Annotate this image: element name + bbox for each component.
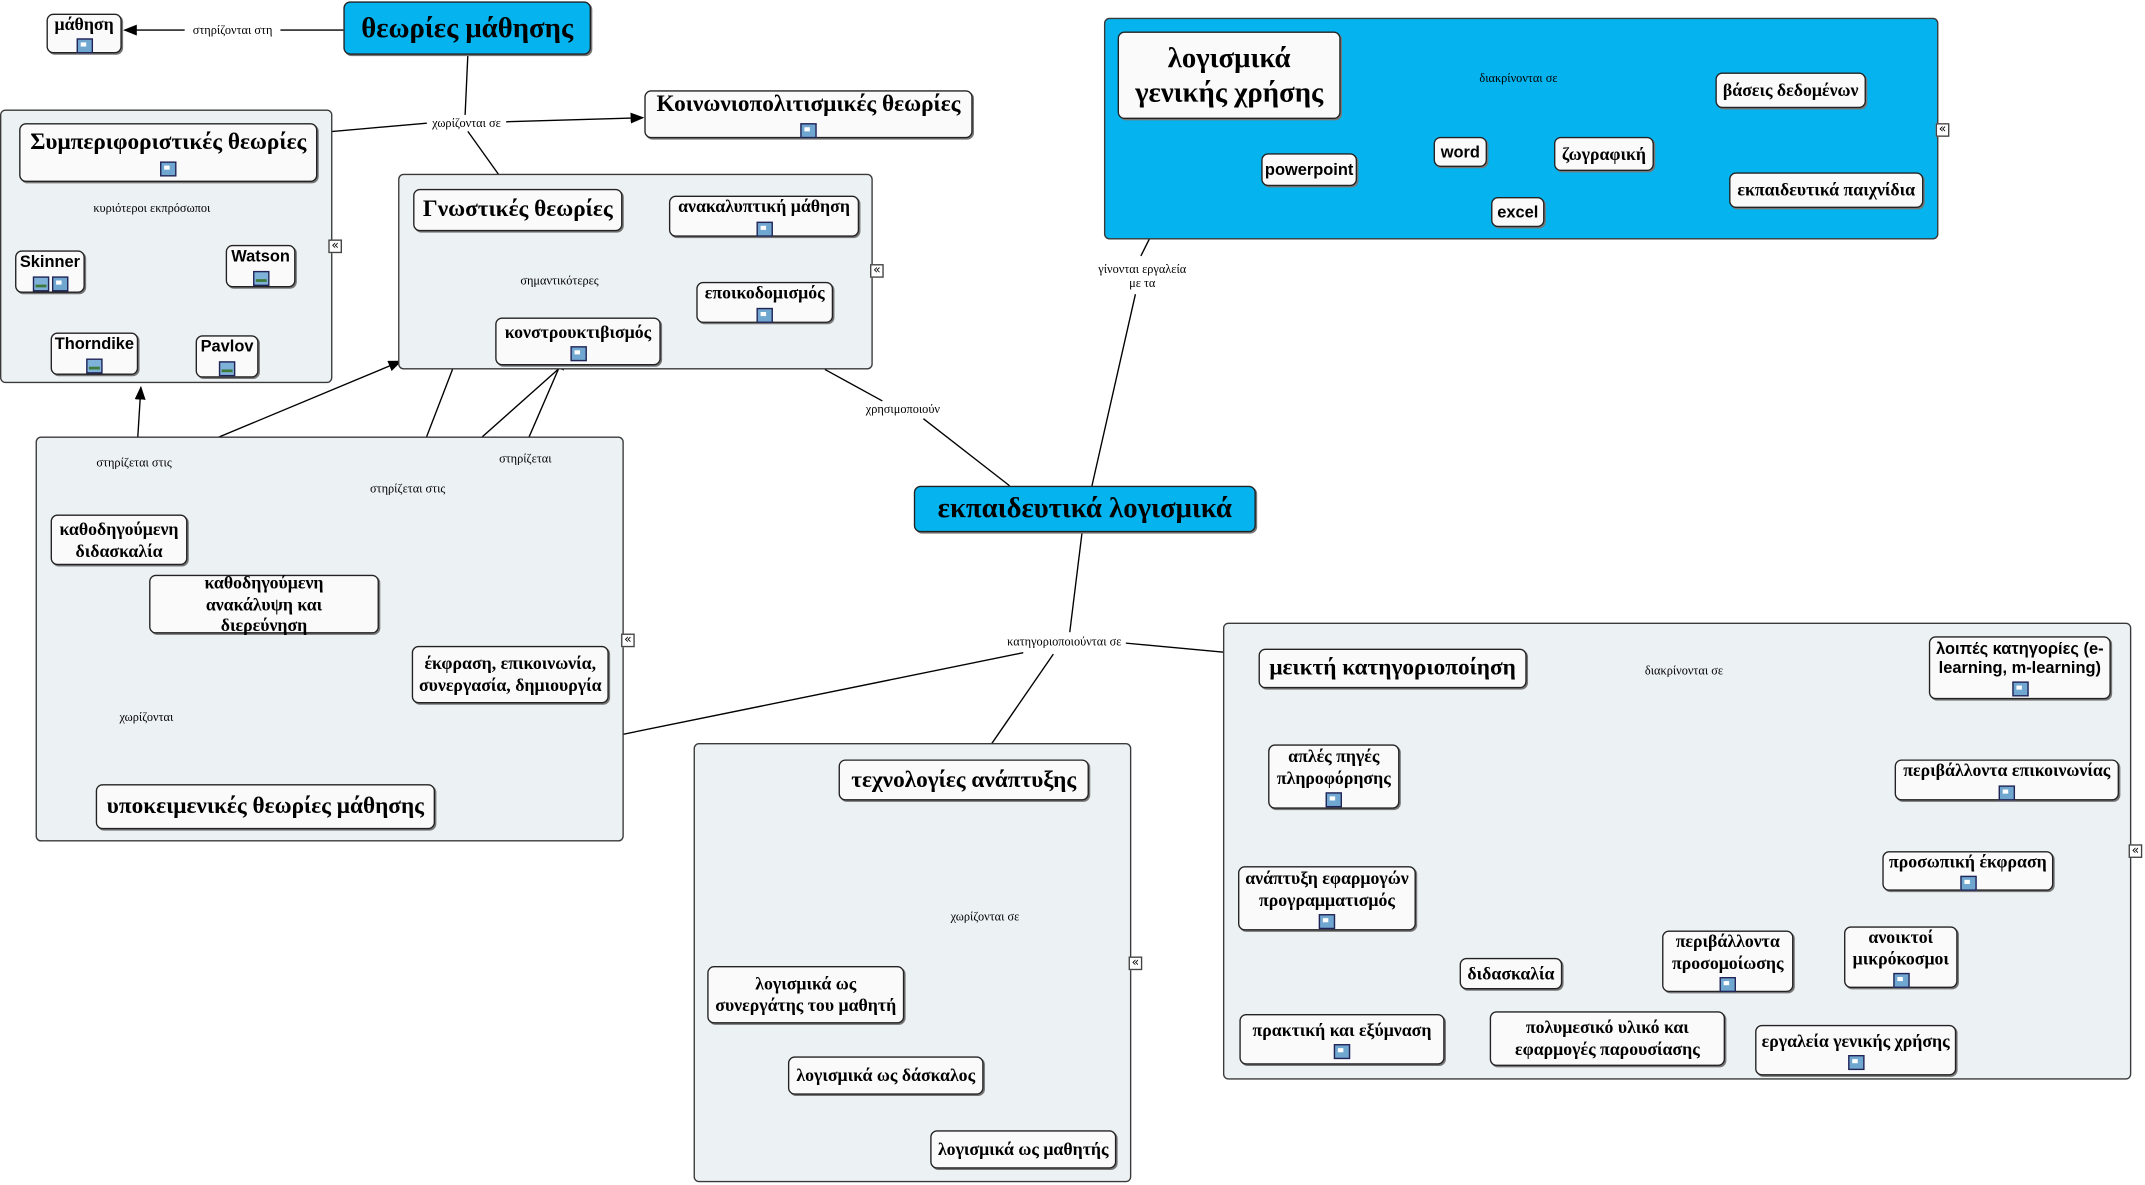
link-label: στηρίζεται (499, 451, 552, 466)
node-aples[interactable]: απλές πηγές πληροφόρησης (1268, 744, 1400, 809)
node-konstrouktivismos[interactable]: κονστρουκτιβισμός (495, 317, 661, 366)
concept-map-icon[interactable] (1892, 973, 1910, 989)
collapse-icon[interactable]: « (1935, 123, 1950, 137)
node-word[interactable]: word (1433, 136, 1487, 167)
node-zografiki[interactable]: ζωγραφική (1554, 136, 1654, 172)
node-ekfrasi[interactable]: έκφραση, επικοινωνία, συνεργασία, δημιου… (411, 645, 609, 704)
concept-map-icon[interactable] (1318, 914, 1336, 930)
node-powerpoint[interactable]: powerpoint (1261, 153, 1358, 187)
node-mathisi[interactable]: μάθηση (46, 13, 122, 54)
node-behavioral[interactable]: Συμπεριφοριστικές θεωρίες (19, 123, 318, 182)
link-label: χρησιμοποιούν (865, 402, 940, 416)
concept-map-icon[interactable] (800, 122, 817, 138)
concept-map-icon[interactable] (160, 161, 177, 177)
collapse-icon[interactable]: « (621, 633, 635, 648)
node-excel[interactable]: excel (1491, 197, 1545, 228)
node-daskalos[interactable]: λογισμικά ως δάσκαλος (787, 1056, 984, 1095)
link-label: γίνονται εργαλεία με τα (1098, 262, 1187, 291)
node-cognitive[interactable]: Γνωστικές θεωρίες (413, 188, 623, 232)
image-icon[interactable] (32, 275, 49, 292)
concept-map-icon[interactable] (755, 221, 773, 237)
node-perivallonta-prosom[interactable]: περιβάλλοντα προσομοίωσης (1662, 930, 1794, 993)
node-koinonio[interactable]: Κοινωνιοπολιτισμικές θεωρίες (644, 90, 973, 139)
concept-map-icon[interactable] (1719, 977, 1736, 993)
collapse-icon[interactable]: « (328, 239, 342, 254)
node-ekp-paixnidia[interactable]: εκπαιδευτικά παιχνίδια (1729, 172, 1924, 208)
node-meikti[interactable]: μεικτή κατηγοριοποίηση (1258, 648, 1527, 689)
node-thorndike[interactable]: Thorndike (50, 332, 139, 375)
concept-map-icon[interactable] (51, 275, 68, 292)
link-label: διακρίνονται σε (1479, 70, 1558, 85)
collapse-icon[interactable]: « (1128, 956, 1143, 971)
link-label: στηρίζεται στις (96, 455, 172, 470)
concept-map-icon[interactable] (1959, 876, 1977, 892)
node-didaskalia[interactable]: διδασκαλία (1459, 957, 1563, 990)
node-kathodig-anakalypsi[interactable]: καθοδηγούμενη ανακάλυψη και διερεύνηση (149, 572, 379, 635)
link-label: σημαντικότερες (520, 273, 599, 288)
node-ekp-logismika[interactable]: εκπαιδευτικά λογισμικά (913, 485, 1256, 533)
link-label: χωρίζονται σε (432, 116, 501, 130)
image-icon[interactable] (252, 270, 269, 286)
link-label: κυριότεροι εκπρόσωποι (93, 200, 211, 215)
image-icon[interactable] (86, 358, 103, 374)
node-prosopiki[interactable]: προσωπική έκφραση (1882, 851, 2054, 892)
group-subjective-theories (35, 436, 624, 842)
node-pavlov[interactable]: Pavlov (195, 335, 259, 378)
node-synergatis[interactable]: λογισμικά ως συνεργάτης του μαθητή (707, 966, 905, 1024)
link-label: κατηγοριοποιούνται σε (1007, 634, 1122, 649)
concept-map-icon[interactable] (756, 307, 773, 323)
concept-map-icon[interactable] (75, 38, 93, 54)
link-label: διακρίνονται σε (1644, 663, 1724, 678)
node-technologies[interactable]: τεχνολογίες ανάπτυξης (838, 759, 1089, 801)
node-ypokeimenikes[interactable]: υποκειμενικές θεωρίες μάθησης (95, 784, 436, 830)
concept-map-icon[interactable] (1998, 785, 2016, 801)
node-theories[interactable]: θεωρίες μάθησης (343, 1, 591, 55)
link-label: στηρίζεται στις (369, 481, 446, 496)
node-kathodigoumeni[interactable]: καθοδηγούμενη διδασκαλία (50, 514, 188, 566)
group-development-tech (693, 743, 1132, 1183)
node-genikis[interactable]: λογισμικά γενικής χρήσης (1117, 31, 1341, 120)
concept-map-icon[interactable] (1333, 1044, 1351, 1060)
collapse-icon[interactable]: « (870, 264, 884, 278)
node-anoiktoi[interactable]: ανοικτοί μικρόκοσμοι (1844, 926, 1958, 989)
link-label: στηρίζονται στη (192, 23, 273, 37)
image-icon[interactable] (218, 360, 236, 376)
concept-map-icon[interactable] (2011, 681, 2029, 698)
node-perivallonta-epik[interactable]: περιβάλλοντα επικοινωνίας (1894, 759, 2120, 801)
node-anaptyxi-efarm[interactable]: ανάπτυξη εφαρμογών προγραμματισμός (1238, 866, 1416, 931)
node-polymesiko[interactable]: πολυμεσικό υλικό και εφαρμογές παρουσίασ… (1489, 1011, 1726, 1066)
node-ergaleia[interactable]: εργαλεία γενικής χρήσης (1755, 1024, 1957, 1076)
concept-map-icon[interactable] (1325, 792, 1342, 808)
link-label: χωρίζονται (119, 709, 174, 724)
node-anakalyptiki[interactable]: ανακαλυπτική μάθηση (668, 195, 860, 237)
node-vaseis[interactable]: βάσεις δεδομένων (1715, 72, 1866, 109)
link-label: χωρίζονται σε (950, 909, 1020, 924)
node-watson[interactable]: Watson (225, 244, 296, 288)
node-loipes[interactable]: λοιπές κατηγορίες (e-learning, m-learnin… (1928, 636, 2111, 700)
collapse-icon[interactable]: « (2128, 844, 2143, 858)
node-epoikodomismos[interactable]: εποικοδομισμός (696, 281, 834, 323)
node-mathitis[interactable]: λογισμικά ως μαθητής (930, 1130, 1117, 1169)
concept-map-icon[interactable] (569, 346, 587, 362)
concept-map-icon[interactable] (1847, 1055, 1864, 1071)
node-praktiki[interactable]: πρακτική και εξύμναση (1239, 1013, 1445, 1065)
node-skinner[interactable]: Skinner (15, 250, 85, 293)
